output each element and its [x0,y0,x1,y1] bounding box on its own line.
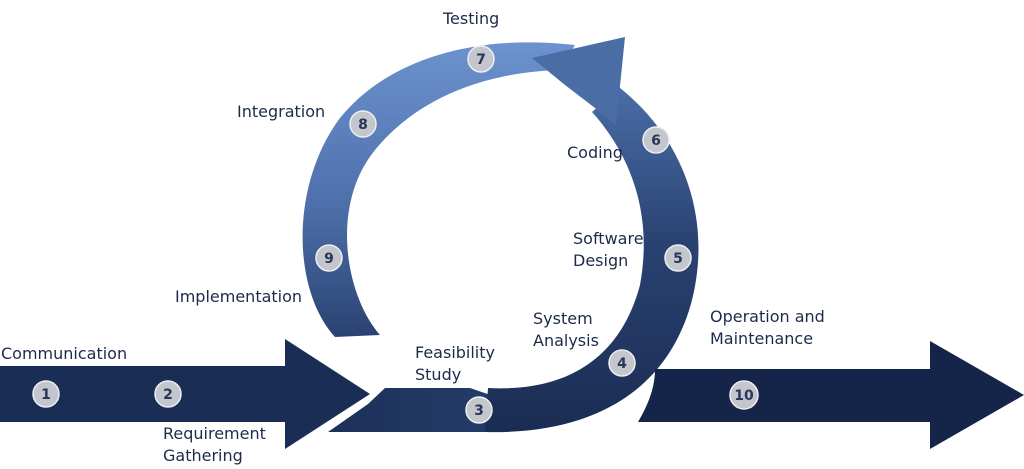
svg-text:7: 7 [476,52,486,68]
badge-10: 10 [729,380,759,410]
svg-text:4: 4 [617,356,627,372]
label-communication: Communication [1,344,127,363]
svg-text:9: 9 [324,251,334,267]
cycle-entry-band [328,388,505,432]
label-system-analysis: System Analysis [533,309,599,350]
svg-text:8: 8 [358,117,368,133]
svg-text:2: 2 [163,387,173,403]
label-gathering: Gathering [163,446,243,465]
svg-text:10: 10 [734,388,754,404]
label-requirement: Requirement [163,424,266,443]
badge-3: 3 [465,396,493,424]
badge-8: 8 [349,110,377,138]
input-arrow [0,339,370,449]
label-feasibility-study: Feasibility Study [415,343,500,384]
cycle-ring-arc [302,42,575,337]
cycle-arrowhead [532,37,625,125]
label-testing: Testing [442,9,499,28]
badge-2: 2 [154,380,182,408]
output-arrow [638,341,1024,449]
svg-text:3: 3 [474,403,484,419]
label-operation-maintenance: Operation and Maintenance [710,307,830,348]
badge-7: 7 [467,45,495,73]
label-requirement-gathering: Requirement Gathering [163,424,271,465]
badge-4: 4 [608,349,636,377]
svg-text:1: 1 [41,387,51,403]
cycle-return-arc [485,88,699,433]
label-integration: Integration [237,102,325,121]
label-software-design: Software Design [573,229,649,270]
label-implementation: Implementation [175,287,302,306]
badge-5: 5 [664,244,692,272]
badge-1: 1 [32,380,60,408]
badge-9: 9 [315,244,343,272]
label-coding: Coding [567,143,623,162]
svg-text:5: 5 [673,251,683,267]
svg-text:6: 6 [651,133,661,149]
badge-6: 6 [642,126,670,154]
